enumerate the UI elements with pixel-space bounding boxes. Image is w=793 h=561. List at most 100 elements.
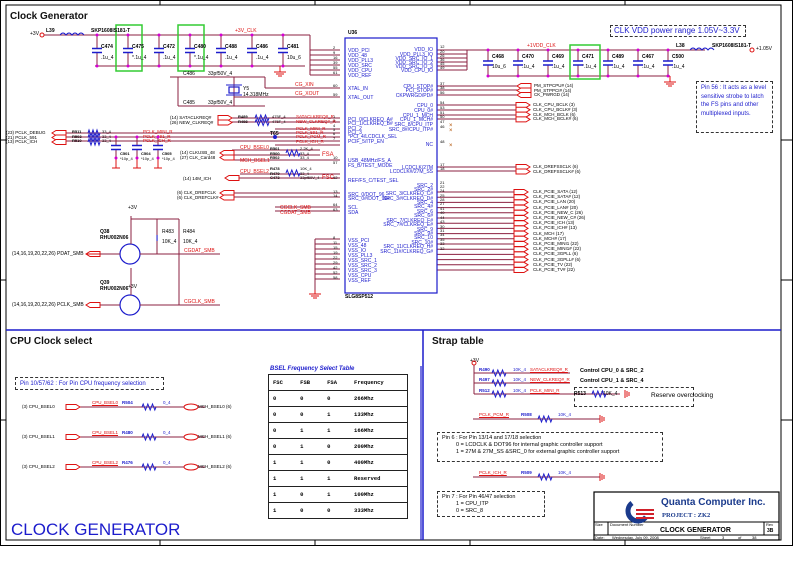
bsel-cell: 1 — [323, 406, 351, 423]
doc-number-label: Document Number — [610, 522, 644, 527]
inductor-l39-part: SKP1608IS181-T — [91, 28, 131, 34]
pin-name: VSS_SRC_1 — [348, 258, 377, 264]
bsel-cell: 1 — [268, 454, 297, 471]
resistor-value: 475F_4 — [272, 118, 286, 124]
output-net-label: CLK_PCIE_LAN# (20) — [533, 204, 578, 210]
cap-ref: C489 — [612, 54, 624, 60]
output-net-label: PM_STPPCI# (14) — [534, 87, 572, 93]
output-net-label: CLK_PCIE_NEW_C# (26) — [533, 215, 586, 220]
pin-number: 63 — [333, 207, 338, 212]
bsel-cell: 1 — [296, 422, 324, 439]
bsel-cell: 400Mhz — [350, 454, 408, 471]
sheet-total: 38 — [752, 535, 757, 540]
cap-value: *10p_4 — [162, 156, 175, 161]
overclock-label: Reserve overclocking — [651, 392, 714, 399]
bsel-cell: 0 — [323, 502, 351, 519]
bsel-cell: 1 — [268, 486, 297, 503]
pin-name: CPU_0# — [414, 108, 433, 114]
pin-number: 50 — [440, 114, 445, 119]
input-label: (6) CLK_DREFCLK — [177, 190, 217, 195]
strap-net: SATACLKREQ#_R — [530, 367, 568, 372]
output-net-label: CLK_PCIE_MINI1 (22) — [533, 241, 579, 246]
pin-number: 6 — [333, 131, 336, 136]
pin-number: 7 — [333, 136, 336, 141]
pin-number: 32 — [440, 246, 445, 251]
pin-number: 57 — [333, 160, 338, 165]
pin-name: CKPWRGD/PD# — [395, 93, 433, 99]
pin-name: SRC_8#/CPU_ITP# — [388, 127, 433, 133]
resistor-ref: R489 — [238, 114, 248, 119]
chip-part: SLG8SP512 — [345, 294, 374, 300]
output-net-label: PM_STPCPU# (14) — [534, 83, 574, 88]
pin-name: VDD_SRC_IO_3 — [395, 64, 433, 70]
bsel-cell: 1 — [296, 470, 324, 487]
cpu-bsel-net: CPU_BSEL0 — [92, 400, 119, 405]
output-net-label: CLK_MCH (17) — [533, 230, 564, 236]
input-label: (26) NEW_CLKREQ# — [170, 119, 214, 125]
crystal-cap2-value: 33pf50V_4 — [208, 100, 233, 106]
pin-number: 62 — [333, 175, 338, 180]
cap-ref: C472 — [163, 44, 175, 50]
cap-ref: C471 — [582, 54, 594, 60]
pin-name: SRC_0/DOT_96 — [348, 192, 385, 198]
pin-number: 11 — [333, 240, 338, 245]
pin-number: 64 — [333, 202, 338, 207]
bsel-cell: 0 — [296, 406, 324, 423]
pin-number: 40 — [440, 210, 445, 215]
cap-ref: C486 — [256, 44, 268, 50]
bsel-cell: 1 — [323, 486, 351, 503]
pin-name: VSS_REF — [348, 278, 371, 284]
pin-number: 9 — [333, 50, 336, 55]
pin-number: 34 — [440, 232, 445, 237]
pin-name: SRC_11/CLKREQ_H# — [383, 244, 433, 250]
pin-number: 45 — [440, 61, 445, 66]
pin-number: 46 — [440, 124, 445, 129]
resistor-value: 33_4 — [102, 129, 111, 134]
output-net-label: CLK_PCIE_LAN (20) — [533, 199, 576, 205]
resistor-value: 0_4 — [163, 400, 171, 405]
resistor-value: 2.2K_4 — [300, 146, 313, 151]
pin-name: VDD_REF — [348, 73, 372, 79]
cap-value: 10u_6 — [287, 55, 301, 61]
pin-number: 3 — [333, 118, 336, 123]
bsel-cell: 333Mhz — [350, 502, 408, 519]
q39-ref: Q39 — [100, 280, 110, 286]
pin7-line-2: 1 = CPU_ITP — [456, 501, 489, 507]
sheet-number: 3 — [722, 535, 725, 540]
pin-number: 38 — [440, 85, 445, 90]
bsel-cell: 200Mhz — [350, 438, 408, 455]
resistor-ref: R508 — [521, 412, 532, 417]
strap-description: Control CPU_1 & SRC_4 — [580, 378, 644, 384]
fsa-label: FSA — [322, 152, 334, 158]
pin-name: PCI_STOP# — [405, 88, 433, 94]
pin-name: PCI_2 — [348, 126, 362, 132]
pin-number: 42 — [333, 265, 338, 270]
pin-name: SRC_4 — [416, 200, 433, 206]
pin-number: 13 — [333, 189, 338, 194]
bsel-cell: 0 — [323, 390, 351, 407]
pin-name: XTAL_IN — [348, 86, 368, 92]
resistor-ref: R504 — [122, 400, 133, 405]
pin-name: VDD_CPU — [348, 68, 372, 74]
resistor-ref: R502 — [270, 155, 280, 160]
pin-number: 26 — [440, 53, 445, 58]
pin-name: CPU_1_MCH# — [399, 117, 433, 123]
bsel-cell: 266Mhz — [350, 390, 408, 407]
smbus-power: +3V — [128, 205, 138, 211]
net-label: PCLK_591_R — [296, 130, 324, 136]
net-cg-xout: CG_XOUT — [295, 91, 320, 97]
chip-ref: U36 — [348, 30, 358, 36]
pin-name: VSS_SRC_3 — [348, 268, 377, 274]
cpu-bsel-input: (3) CPU_BSEL2 — [22, 464, 55, 469]
pin-name: VSS_CPU — [348, 273, 372, 279]
pin-number: 21 — [440, 180, 445, 185]
resistor-value: 33_4 — [300, 155, 309, 160]
pin-number: 39 — [333, 60, 338, 65]
pin-name: VDD_CPU_IO — [401, 68, 433, 74]
cap-value: .1u_4 — [522, 64, 535, 70]
cap-ref: C468 — [492, 54, 504, 60]
cpu-bsel-input: (3) CPU_BSEL1 — [22, 434, 55, 439]
